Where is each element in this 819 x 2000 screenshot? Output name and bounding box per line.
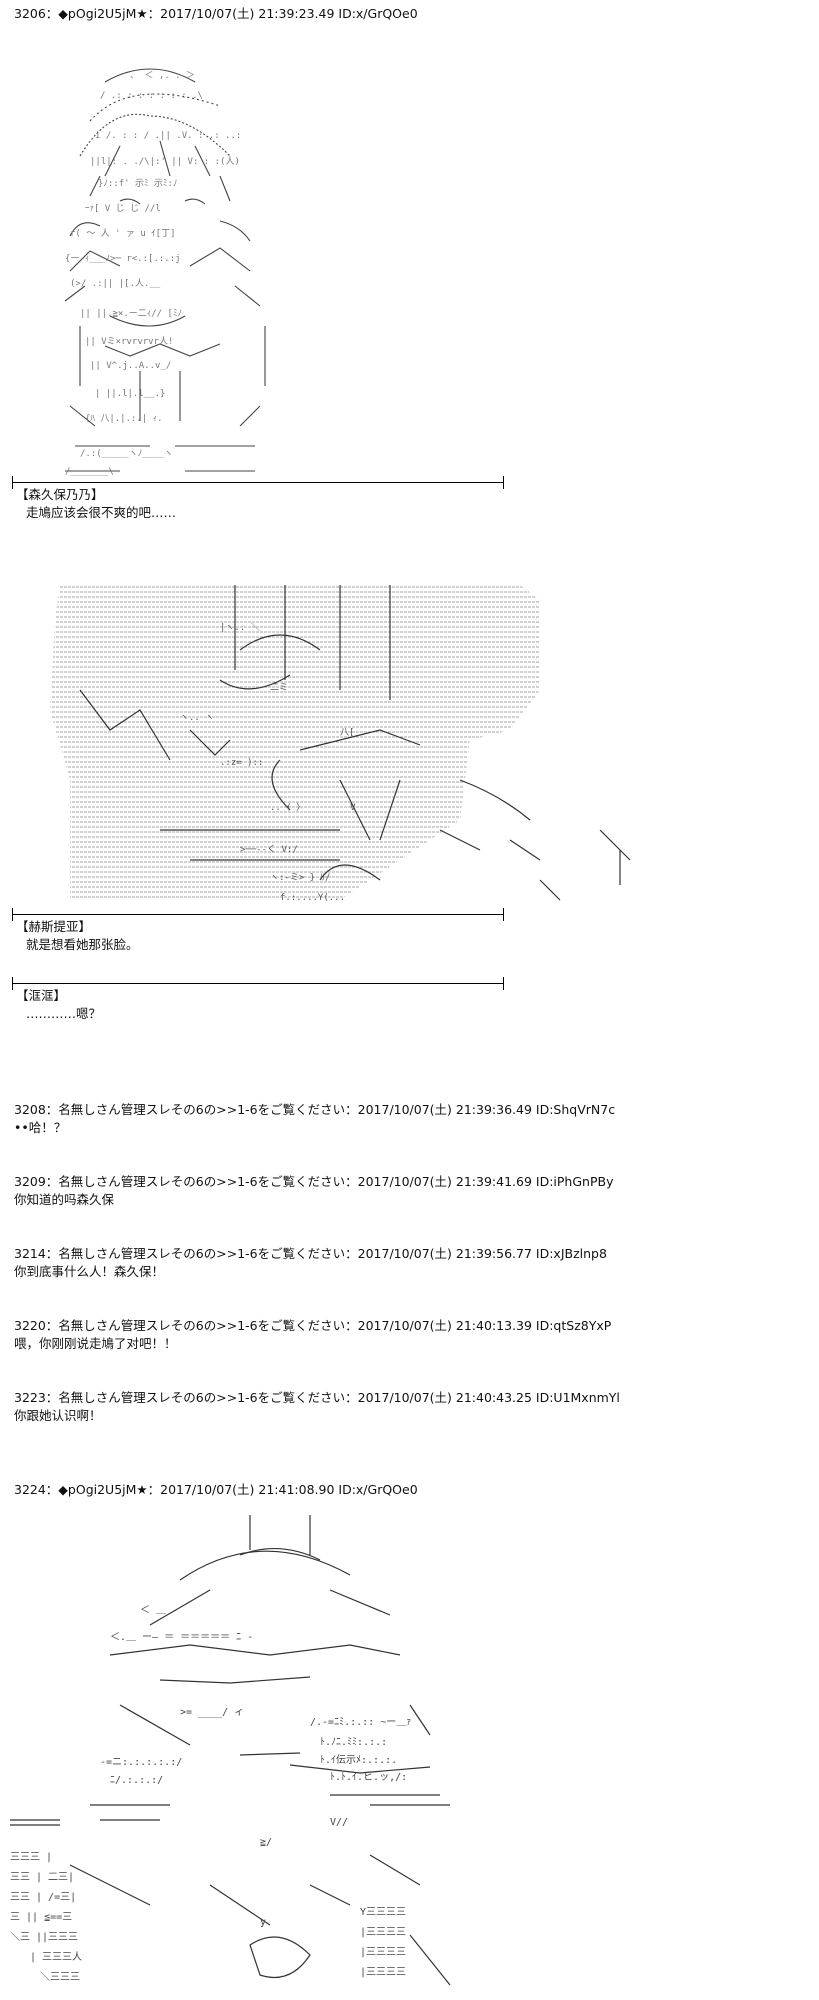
svg-text:|| Vミ×rvrvrvr人!: || Vミ×rvrvrvr人! bbox=[85, 336, 173, 347]
svg-text:三 || ≦==三: 三 || ≦==三 bbox=[10, 1912, 72, 1923]
svg-text:{ﾊ 八|.|.:.| ｨ.: {ﾊ 八|.|.:.| ｨ. bbox=[85, 414, 163, 424]
svg-text:＜ ＿: ＜ ＿ bbox=[140, 1605, 166, 1616]
svg-text:ﾄ.ｲ伝示ﾒ:.:.:.: ﾄ.ｲ伝示ﾒ:.:.:. bbox=[320, 1754, 397, 1766]
post-body-3223: 你跟她认识啊！ bbox=[14, 1408, 102, 1423]
svg-text:/.:(_____ヽﾉ____ヽ: /.:(_____ヽﾉ____ヽ bbox=[80, 449, 173, 459]
svg-text:{ー-ｨ___ﾉ>─ r<.:[.:.:j: {ー-ｨ___ﾉ>─ r<.:[.:.:j bbox=[65, 254, 181, 264]
svg-text:V//: V// bbox=[330, 1817, 348, 1828]
svg-text:| 三三三人: | 三三三人 bbox=[30, 1951, 82, 1963]
ascii-art-scene-2: |ヽ.. ＼ 二ミ ヽ.. ヽ 八[ .:z= ):: .. ｲ 〉 V >──… bbox=[40, 580, 640, 910]
svg-text:ﾄ.ﾉﾆ.ﾐﾐ:.:.:: ﾄ.ﾉﾆ.ﾐﾐ:.:.: bbox=[320, 1737, 387, 1748]
svg-text:ﾆ/.:.:.:/: ﾆ/.:.:.:/ bbox=[110, 1775, 163, 1786]
svg-text:≧/: ≧/ bbox=[260, 1837, 272, 1848]
svg-text:、 ＜ ,. : ＞: 、 ＜ ,. : ＞ bbox=[130, 71, 195, 81]
dialogue-line: …………嗯？ bbox=[26, 1006, 102, 1021]
post-body-3209: 你知道的吗森久保 bbox=[14, 1192, 115, 1207]
svg-text:/.-=ﾆﾐ.:.:: ~ー＿ｧ: /.-=ﾆﾐ.:.:: ~ー＿ｧ bbox=[310, 1717, 411, 1728]
post-header-3223: 3223：名無しさん管理スレその6の>>1-6をご覧ください：2017/10/0… bbox=[14, 1390, 620, 1405]
speaker-label: 【森久保乃乃】 bbox=[16, 487, 104, 502]
svg-text:/ .: : : : : : : .\: / .: : : : : : : .\ bbox=[100, 91, 203, 101]
svg-text:三三 | /=三|: 三三 | /=三| bbox=[10, 1892, 76, 1903]
svg-text:i /. : : / .|| .V. : .: ..:: i /. : : / .|| .V. : .: ..: bbox=[95, 131, 241, 141]
post-header-3220: 3220：名無しさん管理スレその6の>>1-6をご覧ください：2017/10/0… bbox=[14, 1318, 612, 1333]
svg-text:| ||.l|.l__.}: | ||.l|.l__.} bbox=[95, 389, 165, 399]
speaker-label: 【洭洭】 bbox=[16, 988, 67, 1003]
svg-text:}ﾉ::f' 示ﾐ 示ﾐ:ﾉ: }ﾉ::f' 示ﾐ 示ﾐ:ﾉ bbox=[98, 179, 177, 189]
svg-text:三三 | 二三|: 三三 | 二三| bbox=[10, 1872, 74, 1883]
dialogue-divider bbox=[12, 476, 504, 489]
svg-text:(>/ .:|| |[.人.__: (>/ .:|| |[.人.__ bbox=[70, 278, 161, 289]
ascii-art-character-1: 、 ＜ ,. : ＞ / .: : : : : : : .\ i /. : : … bbox=[10, 26, 310, 476]
dialogue-line: 就是想看她那张脸。 bbox=[26, 937, 139, 952]
svg-text:＜.＿ ー― ＝ ＝＝＝＝＝ ﾆ ‐: ＜.＿ ー― ＝ ＝＝＝＝＝ ﾆ ‐ bbox=[110, 1632, 253, 1643]
post-header-3208: 3208：名無しさん管理スレその6の>>1-6をご覧ください：2017/10/0… bbox=[14, 1102, 616, 1117]
svg-text:>──‐‐く V:/: >──‐‐く V:/ bbox=[240, 845, 298, 855]
svg-text:/_______\: /_______\ bbox=[65, 467, 114, 476]
svg-text:ヽ.. ヽ: ヽ.. ヽ bbox=[180, 713, 214, 723]
svg-text:Y三三三三: Y三三三三 bbox=[360, 1907, 406, 1918]
svg-text:＼三 ||三三三: ＼三 ||三三三 bbox=[10, 1931, 78, 1943]
svg-text:|三三三三: |三三三三 bbox=[360, 1967, 406, 1978]
svg-text:-=ニ:.:.:.:.:/: -=ニ:.:.:.:.:/ bbox=[100, 1757, 182, 1768]
ascii-art-character-3: ＜ ＿ ＜.＿ ー― ＝ ＝＝＝＝＝ ﾆ ‐ >= ____/ ィ /.-=ﾆﾐ… bbox=[10, 1505, 490, 2000]
svg-text:|ヽ.. ＼: |ヽ.. ＼ bbox=[220, 622, 260, 633]
svg-text:|三三三三: |三三三三 bbox=[360, 1947, 406, 1958]
svg-text:r( ～ 人 ' ァ u ｲ[丁]: r( ～ 人 ' ァ u ｲ[丁] bbox=[70, 228, 176, 239]
svg-text:.. ｲ 〉: .. ｲ 〉 bbox=[270, 802, 305, 813]
post-body-3220: 喂，你刚刚说走鳩了对吧！！ bbox=[14, 1336, 177, 1351]
dialogue-line: 走鳩应该会很不爽的吧…… bbox=[26, 505, 177, 520]
svg-text:三三三 |: 三三三 | bbox=[10, 1852, 52, 1863]
svg-text:二ミ: 二ミ bbox=[270, 683, 288, 693]
svg-text:ﾄ.ﾄ.ｲ.ヒ.ッ,/:: ﾄ.ﾄ.ｲ.ヒ.ッ,/: bbox=[330, 1771, 407, 1783]
dialogue-divider bbox=[12, 977, 504, 990]
post-body-3214: 你到底事什么人！森久保！ bbox=[14, 1264, 165, 1279]
svg-text:.:z= )::: .:z= ):: bbox=[220, 758, 263, 768]
svg-text:|| ||.≧×.ー二ｨ// [ﾐﾉ: || ||.≧×.ー二ｨ// [ﾐﾉ bbox=[80, 309, 182, 319]
svg-text:ヽ:-ミ> } ﾘ/: ヽ:-ミ> } ﾘ/ bbox=[270, 873, 330, 883]
svg-text:>= ____/ ィ: >= ____/ ィ bbox=[180, 1707, 244, 1718]
speaker-label: 【赫斯提亚】 bbox=[16, 919, 92, 934]
post-header-3209: 3209：名無しさん管理スレその6の>>1-6をご覧ください：2017/10/0… bbox=[14, 1174, 614, 1189]
post-body-3208: ••哈！？ bbox=[14, 1120, 67, 1135]
svg-text:|三三三三: |三三三三 bbox=[360, 1927, 406, 1938]
svg-text:ｰｧ[ V じ じ //l: ｰｧ[ V じ じ //l bbox=[85, 203, 161, 214]
post-header-3206: 3206：◆pOgi2U5jM★：2017/10/07(土) 21:39:23.… bbox=[14, 6, 418, 21]
dialogue-divider bbox=[12, 908, 504, 921]
svg-text:||l|: . ./\|:' || V: : :(人): ||l|: . ./\|:' || V: : :(人) bbox=[90, 156, 240, 167]
svg-text:八[: 八[ bbox=[340, 728, 354, 738]
svg-text:＼三三三: ＼三三三 bbox=[40, 1971, 80, 1983]
svg-text:f.:....Y(...: f.:....Y(... bbox=[280, 893, 345, 903]
svg-text:|| V^.j..A..v_/: || V^.j..A..v_/ bbox=[90, 361, 171, 371]
post-header-3214: 3214：名無しさん管理スレその6の>>1-6をご覧ください：2017/10/0… bbox=[14, 1246, 607, 1261]
svg-text:y: y bbox=[260, 1917, 266, 1928]
post-header-3224: 3224：◆pOgi2U5jM★：2017/10/07(土) 21:41:08.… bbox=[14, 1482, 418, 1497]
svg-text:V: V bbox=[350, 803, 356, 813]
